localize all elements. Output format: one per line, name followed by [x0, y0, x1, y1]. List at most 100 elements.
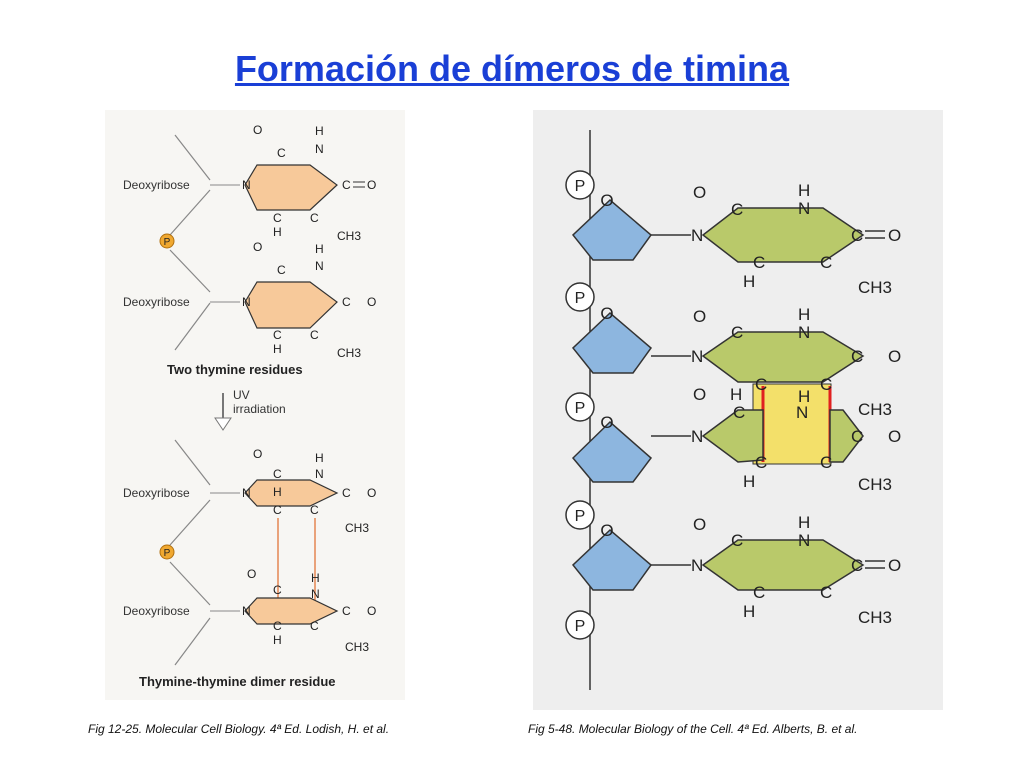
irradiation-label: irradiation [233, 402, 286, 416]
atom-c: C [731, 531, 743, 550]
atom-c: C [755, 453, 767, 472]
down-arrow-icon [214, 417, 232, 431]
uv-label: UV [233, 388, 250, 402]
sugar-oxygen-label: O [600, 191, 613, 210]
atom-c: C [731, 200, 743, 219]
deoxyribose-label: Deoxyribose [123, 486, 190, 500]
atom-h: H [315, 124, 324, 138]
atom-c: C [342, 295, 351, 309]
atom-ch3: CH3 [858, 278, 892, 297]
atom-n: N [798, 531, 810, 550]
atom-n: N [796, 403, 808, 422]
atom-ch3: CH3 [858, 400, 892, 419]
atom-o: O [247, 567, 256, 581]
atom-c: C [277, 146, 286, 160]
atom-ch3: CH3 [345, 640, 369, 654]
atom-ch3: CH3 [858, 475, 892, 494]
sugar-ring [571, 528, 653, 591]
left-thymine-dimer-diagram: P P Deoxyribose N O C H N C O C C H CH3 … [105, 110, 405, 700]
atom-n: N [691, 347, 703, 366]
atom-c: C [755, 375, 767, 394]
atom-c: C [273, 211, 282, 225]
atom-c: C [273, 328, 282, 342]
atom-o: O [693, 385, 706, 404]
thymine-ring [244, 164, 338, 211]
phosphate-icon [159, 233, 175, 249]
atom-c: C [851, 347, 863, 366]
atom-n: N [691, 226, 703, 245]
atom-ch3: CH3 [337, 229, 361, 243]
atom-c: C [273, 467, 282, 481]
atom-h: H [273, 633, 282, 647]
atom-o: O [367, 486, 376, 500]
deoxyribose-label: Deoxyribose [123, 295, 190, 309]
atom-c: C [820, 583, 832, 602]
dimer-label: Thymine-thymine dimer residue [139, 674, 336, 689]
phosphate-label: P [575, 618, 586, 635]
atom-h: H [798, 387, 810, 406]
atom-o: O [253, 447, 262, 461]
sugar-oxygen-label: O [600, 413, 613, 432]
atom-n: N [242, 604, 251, 618]
atom-h: H [730, 385, 742, 404]
atom-c: C [342, 604, 351, 618]
atom-o: O [693, 307, 706, 326]
atom-c: C [820, 453, 832, 472]
atom-h: H [743, 272, 755, 291]
atom-n: N [798, 323, 810, 342]
atom-n: N [315, 142, 324, 156]
phosphate-icon [565, 500, 595, 530]
atom-c: C [310, 328, 319, 342]
atom-c: C [273, 583, 282, 597]
atom-o: O [367, 295, 376, 309]
slide-title: Formación de dímeros de timina [234, 48, 790, 89]
thymine-base [701, 539, 865, 591]
atom-o: O [888, 427, 901, 446]
atom-n: N [691, 556, 703, 575]
dimer-highlight [752, 383, 832, 465]
atom-o: O [888, 556, 901, 575]
atom-n: N [315, 259, 324, 273]
phosphate-icon [565, 282, 595, 312]
thymine-base [829, 409, 864, 463]
right-figure-caption: Fig 5-48. Molecular Biology of the Cell.… [528, 722, 858, 736]
atom-c: C [342, 486, 351, 500]
sugar-ring [571, 311, 653, 374]
atom-h: H [743, 472, 755, 491]
atom-n: N [311, 587, 320, 601]
atom-c: C [310, 211, 319, 225]
dimer-ring [244, 479, 339, 507]
atom-c: C [820, 375, 832, 394]
atom-n: N [242, 486, 251, 500]
atom-c: C [851, 556, 863, 575]
atom-h: H [273, 225, 282, 239]
atom-c: C [277, 263, 286, 277]
left-figure-caption: Fig 12-25. Molecular Cell Biology. 4ª Ed… [88, 722, 390, 736]
deoxyribose-label: Deoxyribose [123, 178, 190, 192]
phosphate-label: P [575, 178, 586, 195]
phosphate-label: P [575, 290, 586, 307]
atom-c: C [310, 619, 319, 633]
atom-n: N [315, 467, 324, 481]
atom-ch3: CH3 [858, 608, 892, 627]
thymine-base [701, 409, 764, 463]
atom-o: O [253, 123, 262, 137]
atom-n: N [242, 295, 251, 309]
phosphate-icon [565, 610, 595, 640]
thymine-ring [244, 281, 338, 329]
atom-h: H [315, 451, 324, 465]
atom-h: H [273, 485, 282, 499]
atom-h: H [798, 305, 810, 324]
atom-c: C [753, 253, 765, 272]
atom-n: N [242, 178, 251, 192]
thymine-base [701, 207, 865, 263]
atom-ch3: CH3 [345, 521, 369, 535]
right-diagram-svg: P O N O C H N C O C C H CH3 P O N O C H … [565, 130, 901, 690]
atom-o: O [888, 347, 901, 366]
atom-o: O [367, 178, 376, 192]
atom-c: C [310, 503, 319, 517]
sugar-oxygen-label: O [600, 521, 613, 540]
atom-c: C [753, 583, 765, 602]
deoxyribose-label: Deoxyribose [123, 604, 190, 618]
atom-h: H [798, 181, 810, 200]
